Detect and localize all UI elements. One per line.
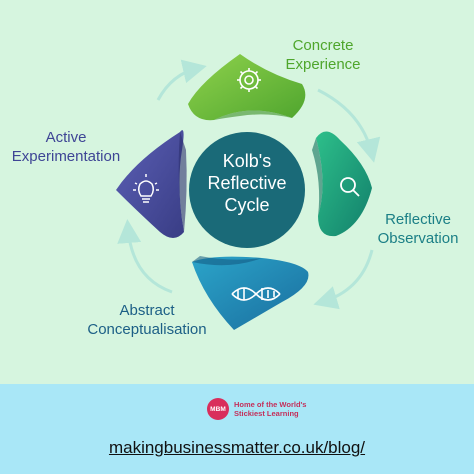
stage-shape-abstract-conceptualisation — [192, 256, 309, 330]
kolb-cycle-diagram — [116, 54, 381, 330]
cycle-arrow-right — [317, 88, 381, 163]
brand-logo: MBM — [207, 398, 229, 420]
label-active-experimentation-line2: Experimentation — [11, 148, 121, 165]
label-abstract-conceptualisation: Abstract Conceptualisation — [80, 301, 214, 339]
center-title-line1: Kolb's — [222, 151, 272, 171]
magnifier-icon — [340, 177, 360, 197]
brand-tagline-line2: Stickiest Learning — [234, 409, 299, 418]
center-circle — [189, 132, 305, 248]
brand-tagline-line1: Home of the World's — [234, 400, 307, 409]
blog-url-link[interactable]: makingbusinessmatter.co.uk/blog/ — [108, 438, 366, 457]
center-title-line3: Cycle — [224, 195, 270, 215]
dna-icon — [231, 287, 281, 301]
label-concrete-experience-line2: Experience — [285, 56, 361, 73]
label-abstract-conceptualisation-line2: Conceptualisation — [87, 321, 207, 338]
cycle-arrow-bottom — [313, 249, 374, 310]
stage-shape-reflective-observation — [312, 131, 372, 237]
brand-tagline: Home of the World's Stickiest Learning — [234, 400, 306, 418]
center-title: Kolb's Reflective Cycle — [187, 150, 307, 216]
cycle-arrow-left — [117, 219, 173, 294]
label-concrete-experience: Concrete Experience — [278, 36, 368, 74]
stage-shape-concrete-experience — [188, 54, 306, 121]
label-reflective-observation-line2: Observation — [377, 230, 459, 247]
center-title-line2: Reflective — [207, 173, 287, 193]
lightbulb-icon — [133, 174, 159, 203]
label-reflective-observation: Reflective Observation — [368, 210, 468, 248]
cycle-arrow-top — [156, 59, 207, 101]
label-active-experimentation-line1: Active — [45, 129, 87, 146]
label-active-experimentation: Active Experimentation — [2, 128, 130, 166]
brand-block: MBM Home of the World's Stickiest Learni… — [207, 398, 306, 420]
label-abstract-conceptualisation-line1: Abstract — [119, 302, 175, 319]
label-reflective-observation-line1: Reflective — [385, 211, 451, 228]
label-concrete-experience-line1: Concrete — [292, 37, 354, 54]
footer-band — [0, 384, 474, 474]
stage-shape-active-experimentation — [116, 130, 187, 238]
gear-icon — [237, 68, 261, 92]
